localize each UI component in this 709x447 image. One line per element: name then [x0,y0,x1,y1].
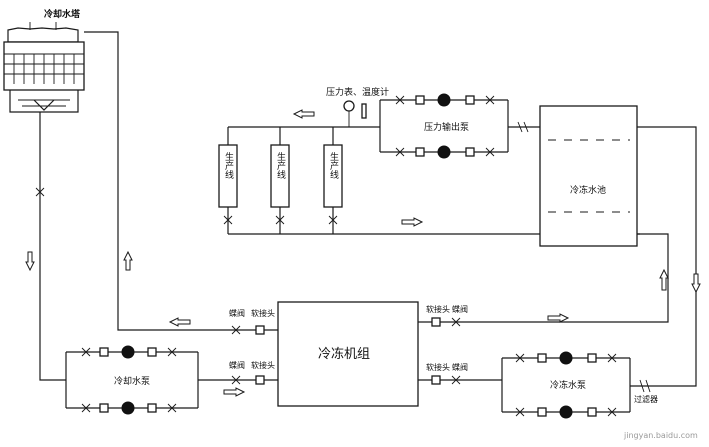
flow-arrow-right-icon [547,313,570,323]
soft-joint-label: 软接头 [426,304,450,314]
butterfly-valve-label: 蝶阀 [452,362,468,372]
soft-joint-label: 软接头 [426,362,450,372]
thermometer-icon [361,103,367,119]
cooling-tower: 冷却水塔 [3,8,85,113]
gauge-label: 压力表、温度计 [326,86,389,98]
production-lines: 生产线 生产线 生产线 [218,109,640,235]
flow-arrow-left-icon [168,317,191,327]
chiller-unit-label: 冷冻机组 [318,346,370,362]
pump-icon [437,93,451,107]
chilled-water-pump-group: 冷冻水泵 过滤器 [501,351,658,419]
tower-fill-grid [4,53,84,84]
flow-arrow-left-icon [292,109,315,119]
pump-icon [121,345,135,359]
gauge: 压力表、温度计 [326,86,389,127]
butterfly-valve-label: 蝶阀 [229,308,245,318]
cooling-water-pump-label: 冷却水泵 [114,375,150,387]
soft-joint-label: 软接头 [251,308,275,318]
pump-icon [559,351,573,365]
flow-arrow-right-icon [401,217,424,227]
chilled-water-pump-label: 冷冻水泵 [550,379,586,391]
pressure-gauge-icon [343,100,355,112]
cooling-water-pump-group: 冷却水泵 [65,345,278,415]
watermark: jingyan.baidu.com [623,431,698,440]
cooling-water-loop [25,31,228,381]
filter-label: 过滤器 [634,394,658,404]
production-line-2-label: 生产线 [275,151,286,179]
cold-pool: 冷冻水池 [420,105,701,387]
cold-pool-label: 冷冻水池 [570,184,606,196]
flow-arrow-up-icon [659,268,669,291]
production-line-3-label: 生产线 [328,151,339,179]
pump-icon [437,145,451,159]
production-line-1-label: 生产线 [223,151,234,179]
pump-icon [121,401,135,415]
cooling-tower-label: 冷却水塔 [44,8,81,20]
soft-joint-label: 软接头 [251,360,275,370]
flow-arrow-right-icon [223,387,246,397]
butterfly-valve-label: 蝶阀 [229,360,245,370]
chiller-unit: 冷冻机组 蝶阀 软接头 蝶阀 软接头 软接头 蝶阀 软接头 蝶阀 [228,301,502,407]
pump-icon [559,405,573,419]
flow-arrow-up-icon [123,250,133,271]
pressure-pump-group: 压力输出泵 [379,93,540,159]
flow-arrow-down-icon [25,251,35,272]
pressure-pump-label: 压力输出泵 [424,121,469,133]
flow-arrow-down-icon [691,273,701,294]
butterfly-valve-label: 蝶阀 [452,304,468,314]
